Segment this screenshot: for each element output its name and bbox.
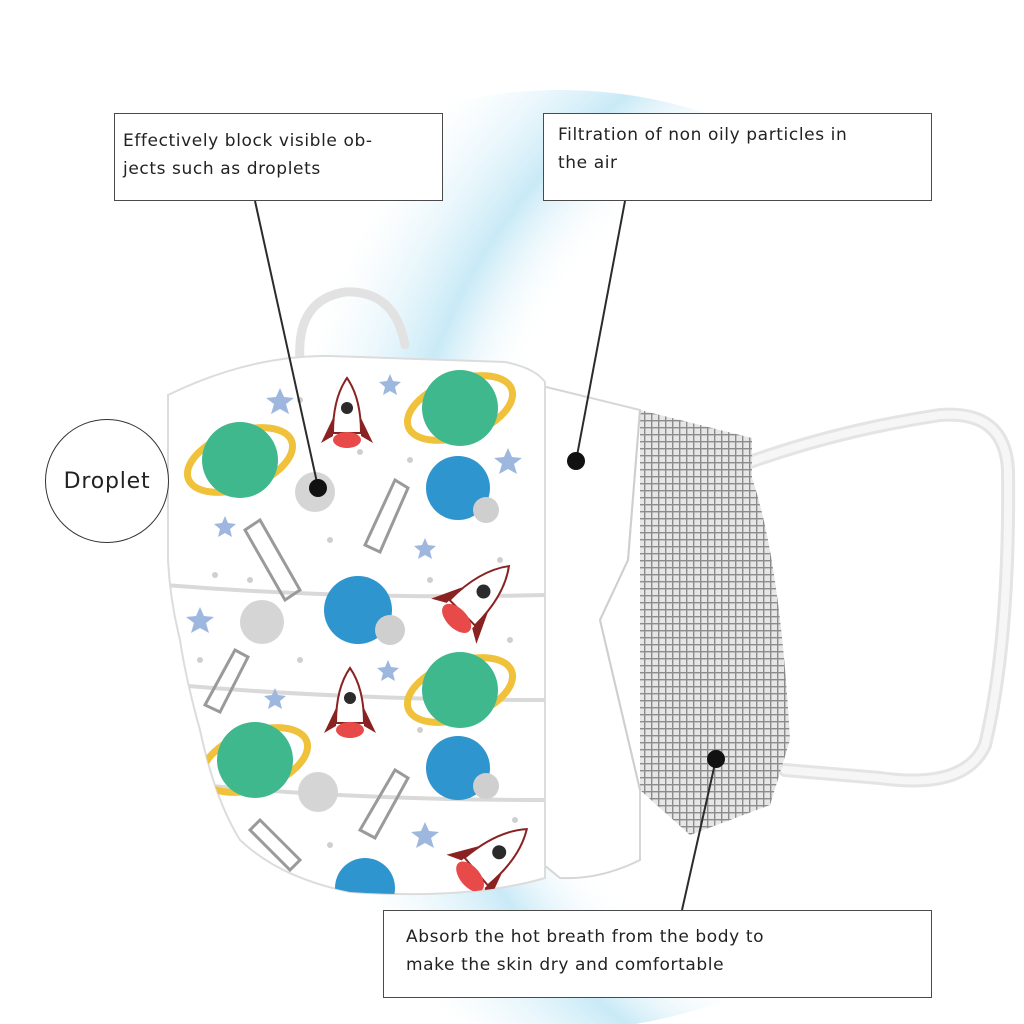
rocket-icon <box>321 376 373 448</box>
moon-icon <box>240 600 284 644</box>
moon-icon <box>473 773 499 799</box>
left-ear-loop <box>295 287 410 365</box>
planet-icon <box>403 370 517 446</box>
inner-mesh-layer <box>640 410 790 835</box>
marker-dot-block <box>309 479 327 497</box>
planet-icon <box>426 456 490 520</box>
printed-outer-layer <box>167 354 546 896</box>
droplet-label: Droplet <box>63 468 151 494</box>
spaceship-icon <box>202 477 411 873</box>
leader-lines <box>254 200 717 911</box>
rocket-icon <box>446 828 529 895</box>
moon-icon <box>375 615 405 645</box>
callout-text-line: the air <box>558 153 618 173</box>
moon-icon <box>473 497 499 523</box>
marker-dot-absorb <box>707 750 725 768</box>
planet-icon <box>403 652 517 728</box>
rocket-icon <box>431 564 511 644</box>
callout-text-line: Absorb the hot breath from the body to <box>406 927 765 947</box>
planet-icon <box>324 576 392 644</box>
marker-dot-filter <box>567 452 585 470</box>
callout-filtration: Filtration of non oily particles in the … <box>543 113 932 201</box>
callout-text-line: Filtration of non oily particles in <box>558 125 848 145</box>
callout-block-droplets: Effectively block visible ob- jects such… <box>114 113 443 201</box>
planet-icon <box>335 858 395 895</box>
rocket-icon <box>324 666 376 738</box>
droplet-badge: Droplet <box>45 419 169 543</box>
moon-icon <box>298 772 338 812</box>
callout-absorb-breath: Absorb the hot breath from the body to m… <box>383 910 932 998</box>
callout-text-line: jects such as droplets <box>123 159 321 179</box>
callout-text-line: Effectively block visible ob- <box>123 131 373 151</box>
planet-icon <box>183 422 297 498</box>
star-icon <box>186 374 522 848</box>
callout-text-line: make the skin dry and comfortable <box>406 955 725 975</box>
